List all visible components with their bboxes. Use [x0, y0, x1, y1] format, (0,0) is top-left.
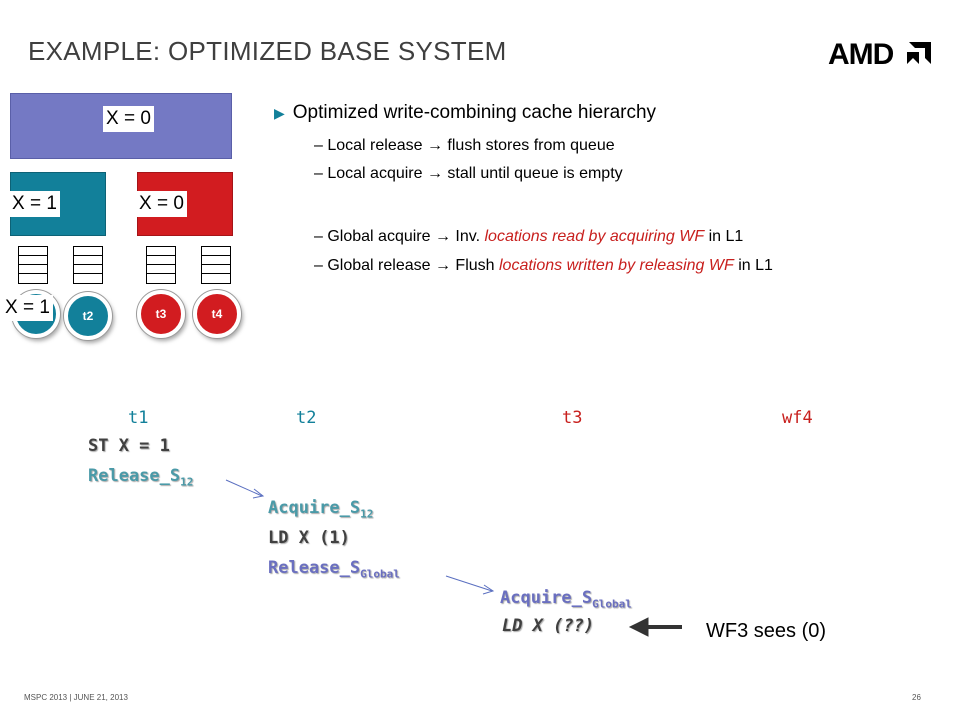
store-queue-t1	[18, 246, 48, 284]
wf3-annotation: WF3 sees (0)	[706, 620, 827, 642]
l1-cache-right: X = 0	[136, 172, 233, 236]
sub-bullet-global-release: – Global release → Flush locations writt…	[314, 257, 773, 274]
page-number: 26	[912, 693, 921, 702]
l1-right-value-label: X = 0	[136, 191, 187, 217]
l2-cache-block: X = 0	[10, 93, 232, 159]
sub-bullet-local-release: – Local release → flush stores from queu…	[314, 137, 615, 154]
right-arrow-icon: →	[434, 257, 451, 274]
l1-left-value-label: X = 1	[9, 191, 60, 217]
bullet-triangle-icon: ▶	[274, 105, 285, 121]
thread-t2: t2	[64, 292, 112, 340]
right-arrow-icon: →	[434, 228, 451, 245]
code-release-sglobal: Release_SGlobal	[268, 558, 400, 581]
amd-logo: AMD	[828, 38, 894, 71]
store-queue-t2	[73, 246, 103, 284]
code-ld-x-unknown: LD X (??)	[502, 616, 595, 636]
store-queue-t4	[201, 246, 231, 284]
code-acquire-s12: Acquire_S12	[268, 498, 374, 521]
code-st-x: ST X = 1	[88, 436, 170, 456]
main-bullet: ▶Optimized write-combining cache hierarc…	[274, 102, 657, 123]
thread-t3: t3	[137, 290, 185, 338]
l1-cache-left: X = 1	[9, 172, 106, 236]
column-header-t3: t3	[562, 408, 583, 428]
code-release-s12: Release_S12	[88, 466, 194, 489]
sub-bullet-local-acquire: – Local acquire → stall until queue is e…	[314, 165, 623, 182]
code-acquire-sglobal: Acquire_SGlobal	[500, 588, 632, 611]
thread-t4: t4	[193, 290, 241, 338]
page-title: EXAMPLE: OPTIMIZED BASE SYSTEM	[28, 36, 507, 66]
right-arrow-icon: →	[426, 137, 443, 154]
column-header-t2: t2	[296, 408, 317, 428]
store-queue-t3	[146, 246, 176, 284]
amd-arrow-icon	[907, 42, 931, 64]
column-header-t1: t1	[128, 408, 149, 428]
l2-value-label: X = 0	[103, 106, 154, 132]
thread-t1-value-label: X = 1	[2, 295, 53, 321]
code-ld-x-1: LD X (1)	[268, 528, 350, 548]
sync-arrow-global	[445, 575, 495, 595]
right-arrow-icon: →	[426, 165, 443, 182]
footer-text: MSPC 2013 | JUNE 21, 2013	[24, 693, 128, 702]
pointer-arrow	[628, 617, 682, 637]
sub-bullet-global-acquire: – Global acquire → Inv. locations read b…	[314, 228, 744, 245]
sync-arrow-s12	[225, 479, 265, 499]
column-header-wf4: wf4	[782, 408, 813, 428]
